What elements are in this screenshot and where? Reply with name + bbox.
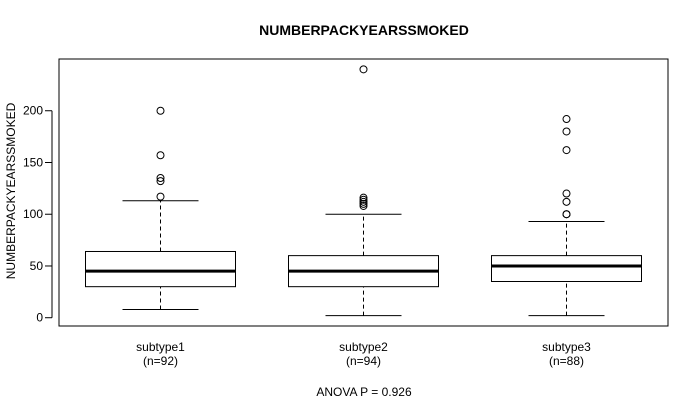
box-series — [85, 65, 642, 317]
y-tick-label: 0 — [36, 311, 43, 325]
x-category-label: subtype2 — [339, 340, 388, 354]
outlier-point — [359, 195, 368, 204]
outlier-point — [156, 174, 165, 183]
outlier-point — [359, 193, 368, 202]
outlier-point — [156, 106, 165, 115]
y-tick-label: 150 — [23, 155, 43, 169]
outlier-point — [359, 197, 368, 206]
outlier-point — [562, 197, 571, 206]
outlier-point — [359, 199, 368, 208]
x-count-label: (n=92) — [143, 354, 178, 368]
box-group — [85, 106, 236, 310]
x-count-label: (n=88) — [549, 354, 584, 368]
y-tick-label: 100 — [23, 207, 43, 221]
outlier-point — [562, 210, 571, 219]
outlier-point — [359, 201, 368, 210]
outlier-point — [562, 127, 571, 136]
plot-frame — [58, 58, 669, 327]
box-group — [491, 115, 642, 317]
x-category-label: subtype1 — [136, 340, 185, 354]
y-tick-label: 50 — [30, 259, 44, 273]
iqr-box — [491, 255, 642, 283]
anova-footnote: ANOVA P = 0.926 — [316, 385, 412, 399]
outlier-point — [156, 151, 165, 160]
outlier-point — [156, 192, 165, 201]
x-axis-labels: subtype1(n=92) subtype2(n=94) subtype3(n=8… — [136, 340, 591, 368]
outlier-point — [156, 177, 165, 186]
outlier-point — [359, 65, 368, 74]
box-group — [288, 65, 439, 317]
x-category-label: subtype3 — [542, 340, 591, 354]
outlier-point — [562, 146, 571, 155]
iqr-box — [85, 250, 236, 288]
y-tick-label: 200 — [23, 104, 43, 118]
x-count-label: (n=94) — [346, 354, 381, 368]
outlier-point — [562, 115, 571, 124]
y-axis-label: NUMBERPACKYEARSSMOKED — [4, 102, 18, 279]
y-axis: 0 50 100 150 200 — [23, 104, 53, 325]
chart-title: NUMBERPACKYEARSSMOKED — [259, 22, 469, 38]
outlier-point — [562, 189, 571, 198]
